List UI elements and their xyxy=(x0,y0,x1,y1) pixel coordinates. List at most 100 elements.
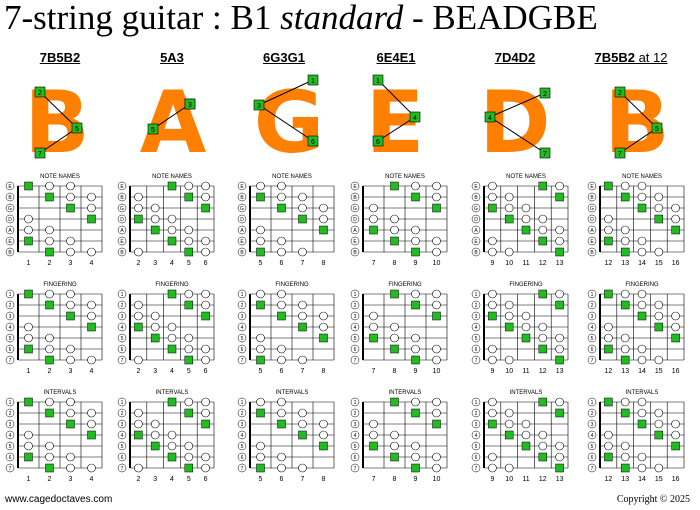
note-marker xyxy=(555,236,564,246)
root-marker xyxy=(319,441,328,451)
site-url: www.cagedoctaves.com xyxy=(5,494,113,505)
string-label: A xyxy=(474,228,478,234)
string-label: 1 xyxy=(121,400,124,406)
note-marker xyxy=(671,311,680,321)
string-label: 6 xyxy=(475,347,478,353)
note-marker xyxy=(201,289,210,299)
root-marker xyxy=(45,463,54,473)
note-marker xyxy=(488,463,497,473)
open-string-marker xyxy=(350,344,360,354)
note-marker xyxy=(538,333,548,343)
open-string-marker xyxy=(237,419,247,429)
fret-number: 7 xyxy=(301,260,305,267)
note-marker xyxy=(671,430,680,440)
note-marker xyxy=(201,408,210,418)
section-heading: FINGERING xyxy=(275,282,309,288)
note-marker xyxy=(277,300,286,310)
root-marker xyxy=(555,300,564,310)
open-string-marker xyxy=(587,192,597,202)
string-label: 1 xyxy=(475,292,478,298)
note-marker xyxy=(369,322,378,332)
string-label: B xyxy=(353,195,357,201)
string-label: E xyxy=(590,239,594,245)
root-square xyxy=(184,98,196,110)
open-string-marker xyxy=(587,419,597,429)
string-label: E xyxy=(8,184,12,190)
open-string-marker xyxy=(237,311,247,321)
open-string-marker xyxy=(350,300,360,310)
open-string-marker xyxy=(471,333,481,343)
string-label: 7 xyxy=(475,466,478,472)
string-label: 5 xyxy=(475,444,478,450)
note-marker xyxy=(201,344,210,354)
note-marker xyxy=(555,344,564,354)
note-marker xyxy=(488,192,497,202)
open-string-marker xyxy=(237,203,247,213)
note-marker xyxy=(521,214,531,224)
note-marker xyxy=(66,397,75,407)
open-string-marker xyxy=(237,181,247,191)
section-heading: INTERVALS xyxy=(389,390,422,396)
fret-number: 7 xyxy=(301,476,305,483)
root-marker xyxy=(201,419,210,429)
note-marker xyxy=(555,333,564,343)
string-label: 7 xyxy=(9,466,12,472)
note-marker xyxy=(277,181,286,191)
root-square xyxy=(409,111,421,123)
string-label: 4 xyxy=(475,325,478,331)
note-marker xyxy=(184,236,194,246)
root-marker xyxy=(604,452,613,462)
note-marker xyxy=(201,192,210,202)
root-marker xyxy=(390,181,399,191)
string-label: A xyxy=(353,228,357,234)
open-string-marker xyxy=(237,225,247,235)
note-marker xyxy=(369,203,378,213)
root-square-label: 4 xyxy=(488,115,492,122)
open-string-marker xyxy=(350,430,360,440)
section-heading: FINGERING xyxy=(509,282,543,288)
fret-number: 9 xyxy=(414,368,418,375)
note-marker xyxy=(411,225,420,235)
note-marker xyxy=(411,181,420,191)
open-string-marker xyxy=(350,311,360,321)
root-marker xyxy=(432,311,441,321)
note-marker xyxy=(411,289,420,299)
open-string-marker xyxy=(237,408,247,418)
note-marker xyxy=(87,311,96,321)
note-marker xyxy=(256,452,265,462)
string-label: 4 xyxy=(121,433,124,439)
string-label: B xyxy=(590,195,594,201)
fret-number: 9 xyxy=(490,476,494,483)
open-string-marker xyxy=(587,311,597,321)
string-label: 3 xyxy=(241,314,244,320)
open-string-marker xyxy=(350,203,360,213)
section-heading: FINGERING xyxy=(625,282,659,288)
root-marker xyxy=(184,355,194,365)
string-label: 3 xyxy=(591,314,594,320)
string-label: 1 xyxy=(354,292,357,298)
string-label: E xyxy=(474,239,478,245)
open-string-marker xyxy=(117,452,127,462)
section-heading: NOTE NAMES xyxy=(40,174,80,180)
note-marker xyxy=(432,247,441,257)
root-marker xyxy=(390,236,399,246)
string-label: 7 xyxy=(591,466,594,472)
string-label: D xyxy=(120,217,124,223)
open-string-marker xyxy=(5,397,15,407)
note-marker xyxy=(555,397,564,407)
root-square xyxy=(307,74,319,86)
root-marker xyxy=(256,463,265,473)
string-label: 1 xyxy=(241,400,244,406)
note-marker xyxy=(201,247,210,257)
root-square-label: 2 xyxy=(543,91,547,98)
note-marker xyxy=(167,214,177,224)
note-marker xyxy=(256,289,265,299)
note-marker xyxy=(411,236,420,246)
string-label: D xyxy=(353,217,357,223)
note-marker xyxy=(66,463,75,473)
root-marker xyxy=(620,247,630,257)
root-marker xyxy=(637,203,647,213)
open-string-marker xyxy=(5,300,15,310)
note-marker xyxy=(488,300,497,310)
note-marker xyxy=(66,355,75,365)
